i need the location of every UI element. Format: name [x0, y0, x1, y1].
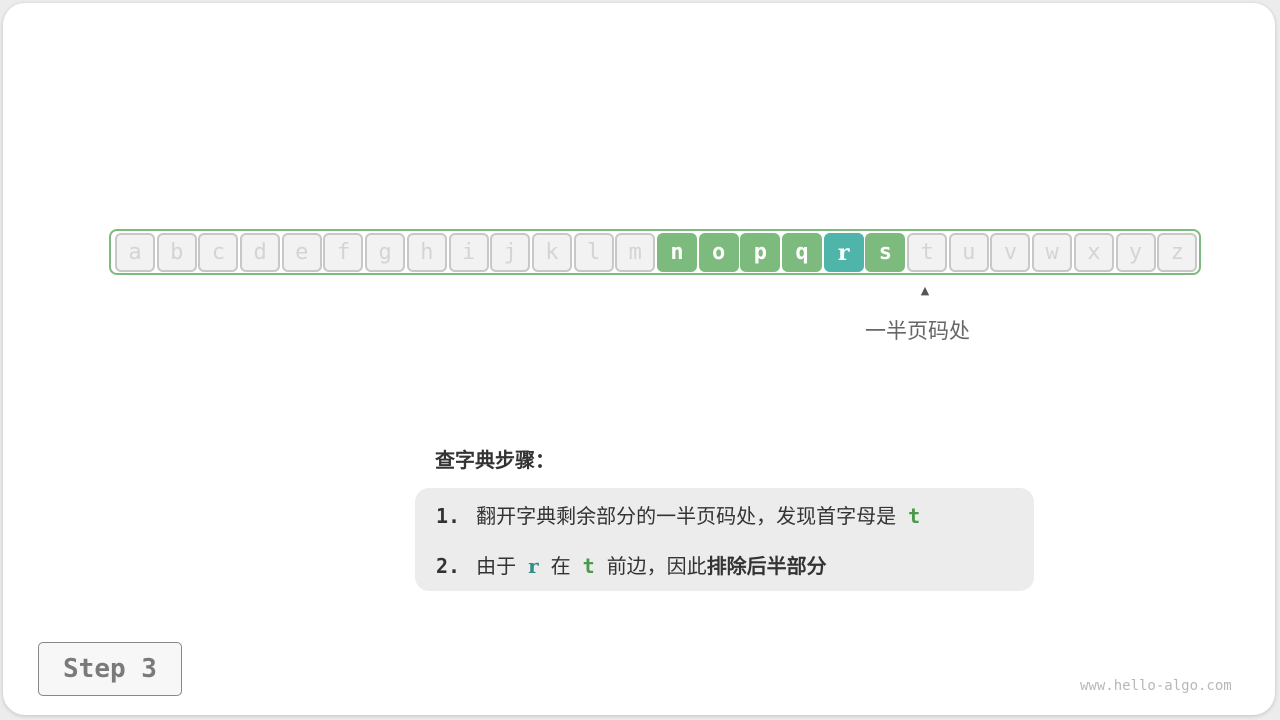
- alphabet-strip: a b c d e f g h i j k l m n o p q r s t …: [109, 229, 1201, 275]
- letter-cell-l: l: [573, 233, 614, 272]
- letter-cell-t: t: [907, 233, 948, 272]
- code-letter-t: t: [582, 554, 595, 578]
- letter-cell-z: z: [1157, 233, 1198, 272]
- letter-cell-k: k: [531, 233, 572, 272]
- letter-cell-i: i: [448, 233, 489, 272]
- step-number: 2.: [436, 554, 461, 578]
- step-text-bold: 排除后半部分: [706, 554, 827, 578]
- step-line-1: 1. 翻开字典剩余部分的一半页码处，发现首字母是 t: [436, 500, 932, 529]
- letter-cells: a b c d e f g h i j k l m n o p q r s t …: [115, 233, 1198, 272]
- letter-cell-n: n: [656, 233, 697, 272]
- letter-cell-x: x: [1073, 233, 1114, 272]
- step-text: 翻开字典剩余部分的一半页码处，发现首字母是: [476, 504, 897, 528]
- letter-cell-w: w: [1032, 233, 1073, 272]
- letter-cell-e: e: [281, 233, 322, 272]
- letter-cell-g: g: [365, 233, 406, 272]
- step-text-mid: 在: [550, 554, 571, 578]
- letter-cell-p: p: [740, 233, 781, 272]
- step-text-pre: 由于: [476, 554, 517, 578]
- pointer-arrow-icon: ▲: [920, 284, 930, 297]
- letter-cell-b: b: [156, 233, 197, 272]
- step-badge: Step 3: [38, 642, 182, 696]
- letter-cell-a: a: [115, 233, 155, 272]
- letter-cell-h: h: [406, 233, 447, 272]
- letter-cell-c: c: [198, 233, 239, 272]
- letter-cell-f: f: [323, 233, 364, 272]
- letter-cell-s: s: [865, 233, 906, 272]
- letter-cell-m: m: [615, 233, 656, 272]
- letter-cell-y: y: [1115, 233, 1156, 272]
- letter-cell-q: q: [782, 233, 822, 272]
- letter-cell-u: u: [948, 233, 989, 272]
- step-line-2: 2. 由于 r 在 t 前边，因此 排除后半部分: [436, 550, 827, 579]
- watermark: www.hello-algo.com: [1080, 678, 1232, 694]
- step-text-post: 前边，因此: [606, 554, 707, 578]
- letter-cell-d: d: [240, 233, 281, 272]
- steps-title: 查字典步骤：: [435, 448, 555, 472]
- letter-cell-v: v: [990, 233, 1031, 272]
- code-letter-t: t: [908, 504, 921, 528]
- canvas: a b c d e f g h i j k l m n o p q r s t …: [3, 3, 1275, 715]
- steps-box: 1. 翻开字典剩余部分的一半页码处，发现首字母是 t 2. 由于 r 在 t 前…: [415, 488, 1034, 591]
- letter-cell-o: o: [698, 233, 739, 272]
- letter-cell-r-target: r: [823, 233, 864, 272]
- step-number: 1.: [436, 504, 461, 528]
- pointer-label: 一半页码处: [865, 319, 970, 343]
- letter-cell-j: j: [490, 233, 531, 272]
- code-letter-r: r: [528, 554, 539, 578]
